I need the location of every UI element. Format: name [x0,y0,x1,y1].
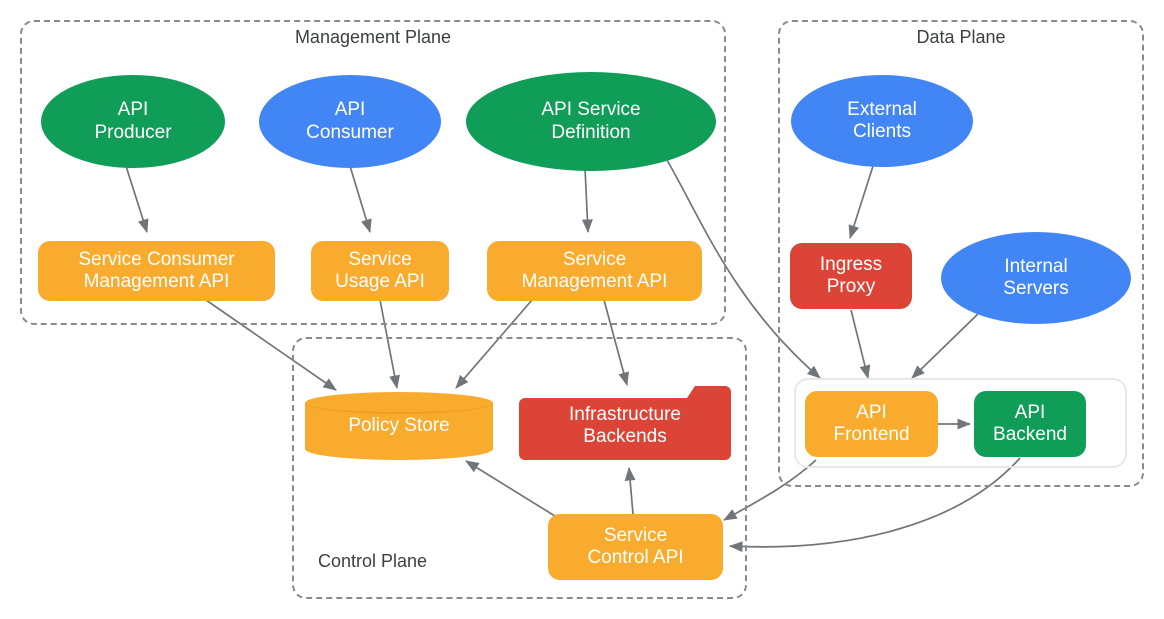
plane-management [20,20,726,325]
policy-store-top-cap [305,392,493,414]
node-policy-store[interactable]: Policy Store [305,392,493,460]
plane-management-label: Management Plane [294,27,452,47]
folder-shape-icon [519,386,731,460]
plane-data [778,20,1144,487]
plane-control [292,337,747,599]
plane-control-label: Control Plane [318,551,428,571]
node-policy-store-label: Policy Store [348,415,450,436]
plane-data-label: Data Plane [916,27,1006,47]
api-gateway-group [794,378,1127,468]
policy-store-bottom-cap [305,438,493,460]
